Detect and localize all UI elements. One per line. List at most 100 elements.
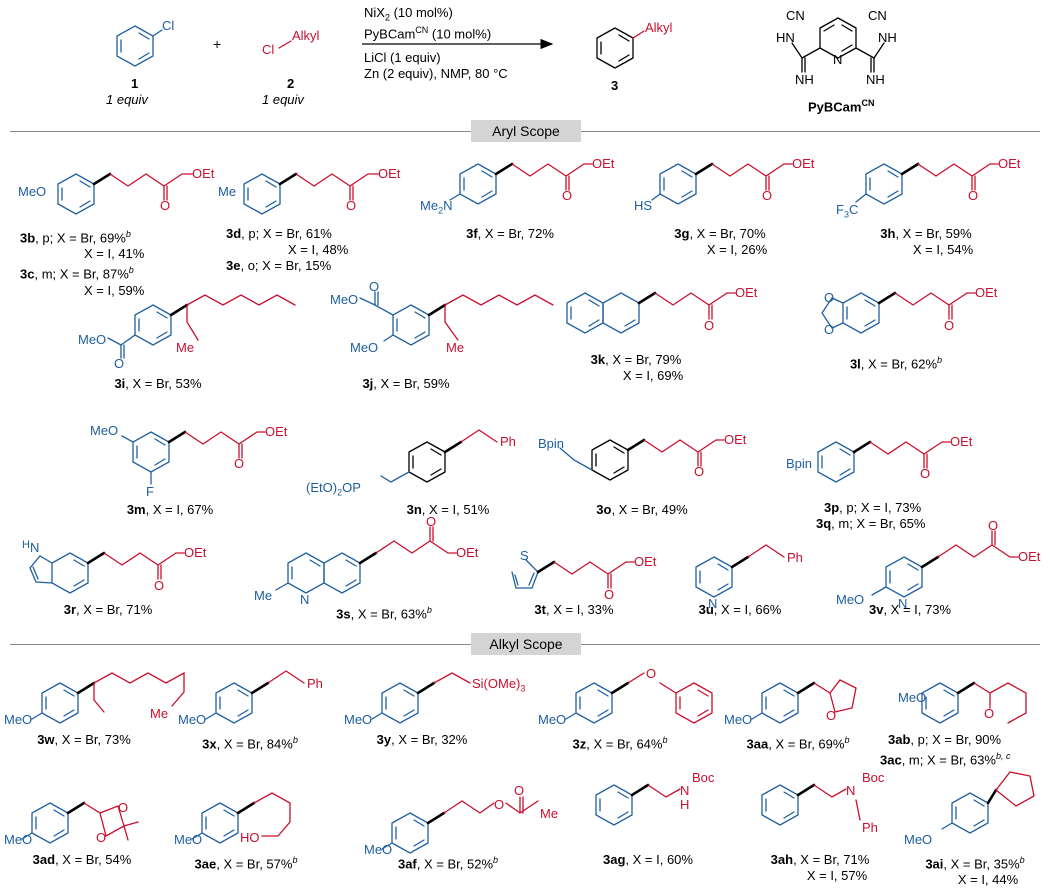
caption-3t: 3t, X = I, 33%	[534, 602, 614, 617]
3aa-meo: MeO	[724, 712, 753, 727]
condition-additive: LiCl (1 equiv)	[364, 50, 441, 65]
structure-3m	[121, 430, 266, 485]
plus-sign: +	[213, 36, 222, 52]
structure-3ae	[191, 792, 291, 844]
3f-oet: OEt	[592, 156, 615, 171]
3af-meo: MeO	[364, 842, 393, 857]
lig-nh-left: NH	[795, 72, 814, 87]
3ag-boc: Boc	[692, 770, 715, 785]
caption-3w: 3w, X = Br, 73%	[37, 732, 131, 747]
3j-o: O	[369, 279, 380, 294]
caption-3h: 3h, X = Br, 59% X = I, 54%	[880, 226, 974, 257]
product-structure	[596, 27, 645, 69]
caption-3b-3c: 3b, p; X = Br, 69%b X = I, 41% 3c, m; X …	[20, 229, 145, 298]
3ag-n: N	[680, 783, 690, 798]
caption-3ad: 3ad, X = Br, 54%	[32, 852, 132, 867]
3f-nme2: Me2N	[420, 198, 453, 216]
3o-o: O	[694, 464, 705, 479]
3w-meo: MeO	[4, 712, 33, 727]
structure-3o	[559, 438, 725, 481]
3r-o: O	[154, 578, 165, 593]
structure-3j	[359, 291, 554, 346]
structure-3ai	[941, 771, 1035, 834]
3y-meo: MeO	[344, 712, 373, 727]
caption-3af: 3af, X = Br, 52%b	[397, 855, 499, 872]
3t-s: S	[520, 548, 529, 563]
3v-n: N	[898, 596, 908, 611]
3z-meo: MeO	[538, 712, 567, 727]
structure-3z	[565, 672, 713, 724]
3n-ph: Ph	[500, 434, 516, 449]
structure-3r	[29, 551, 185, 594]
3g-hs: HS	[634, 198, 653, 213]
3m-f: F	[146, 484, 154, 499]
structure-3ab	[921, 681, 1027, 724]
caption-3j: 3j, X = Br, 59%	[362, 376, 450, 391]
3i-me: Me	[176, 340, 195, 355]
lig-nh-right-bottom: NH	[866, 72, 885, 87]
r1-cl-label: Cl	[162, 18, 175, 33]
3p-bpin: Bpin	[786, 456, 813, 471]
3ab-o: O	[984, 706, 995, 721]
3y-si: Si(OMe)3	[472, 676, 526, 694]
alkyl-scope-banner: Alkyl Scope	[471, 633, 581, 655]
3af-o2: O	[514, 783, 525, 798]
structure-3ad	[21, 801, 139, 844]
3o-oet: OEt	[724, 432, 747, 447]
condition-reductant: Zn (2 equiv), NMP, 80 °C	[364, 66, 508, 81]
r2-cl-label: Cl	[262, 42, 275, 57]
structure-3x	[205, 670, 305, 724]
product-number: 3	[611, 78, 619, 93]
3ah-ph: Ph	[862, 820, 878, 835]
structure-3i	[107, 294, 296, 359]
3v-oet: OEt	[1018, 549, 1041, 564]
3o-bpin: Bpin	[538, 436, 565, 451]
condition-catalyst: NiX2 (10 mol%)	[364, 5, 453, 23]
3m-meo: MeO	[90, 423, 119, 438]
lig-cn-left: CN	[786, 8, 805, 23]
3g-oet: OEt	[792, 156, 815, 171]
3f-o: O	[562, 188, 573, 203]
structure-3af	[381, 796, 539, 854]
ligand-structure	[791, 17, 885, 73]
3x-meo: MeO	[178, 712, 207, 727]
3ah-n: N	[846, 783, 856, 798]
r1-number: 1	[131, 76, 139, 91]
3af-me: Me	[540, 806, 559, 821]
3m-oet: OEt	[265, 424, 288, 439]
3ab-meo: MeO	[898, 690, 927, 705]
3s-o: O	[426, 514, 437, 529]
3j-meo: MeO	[330, 292, 359, 307]
3ad-o1: O	[96, 830, 107, 845]
structure-3p	[817, 440, 951, 483]
3h-cf3: F3C	[836, 202, 859, 220]
alkyl-chloride-structure	[278, 40, 292, 49]
structure-3aa	[751, 679, 857, 724]
3p-o: O	[920, 466, 931, 481]
lig-nh-right: NH	[878, 30, 897, 45]
structure-3ag	[595, 783, 681, 826]
lig-cn-right: CN	[868, 8, 887, 23]
3ad-meo: MeO	[4, 832, 33, 847]
3ah-boc: Boc	[862, 770, 885, 785]
3ag-h: H	[680, 797, 690, 812]
3j-me: Me	[446, 340, 465, 355]
3j-meo2: MeO	[350, 340, 379, 355]
caption-3g: 3g, X = Br, 70% X = I, 26%	[674, 226, 768, 257]
3s-me: Me	[254, 588, 273, 603]
structure-3f	[449, 162, 593, 205]
structure-3g	[651, 162, 793, 205]
3t-o: O	[604, 587, 615, 602]
caption-3k: 3k, X = Br, 79% X = I, 69%	[590, 352, 684, 383]
caption-3ab-3ac: 3ab, p; X = Br, 90% 3ac, m; X = Br, 63%b…	[880, 732, 1011, 768]
caption-3z: 3z, X = Br, 64%b	[572, 735, 668, 752]
caption-3i: 3i, X = Br, 53%	[114, 376, 202, 391]
structure-3l	[821, 291, 976, 334]
3i-o: O	[114, 356, 125, 371]
structure-3b	[57, 172, 193, 215]
3ae-ho: HO	[240, 830, 260, 845]
3d-oet: OEt	[378, 166, 401, 181]
structure-3s	[275, 526, 457, 594]
